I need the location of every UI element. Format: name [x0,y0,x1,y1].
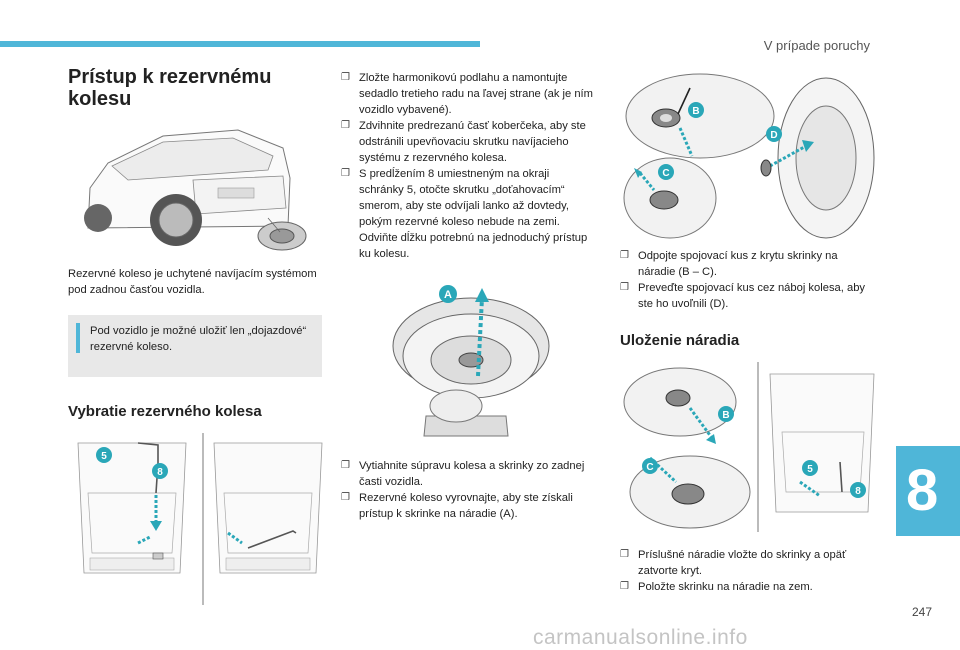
list-item: ❐Rezervné koleso vyrovnajte, aby ste zís… [341,492,573,520]
figure-label-8: 8 [157,467,163,478]
note-box: Pod vozidlo je možné uložiť len „dojazdo… [68,315,322,377]
figure-label-5: 5 [807,464,813,475]
trunk-tool-illustration: 5 8 [68,433,323,605]
list-item: ❐Príslušné náradie vložte do skrinky a o… [620,549,847,577]
figure-label-B: B [722,410,729,421]
note-text: Pod vozidlo je možné uložiť len „dojazdo… [90,325,307,353]
steps-list-4: ❐Príslušné náradie vložte do skrinky a o… [620,547,878,595]
section-subtitle-storage: Uloženie náradia [620,332,740,349]
list-item: ❐Zdvihnite predrezanú časť koberčeka, ab… [341,120,586,164]
note-info-icon [76,323,80,353]
figure-label-8: 8 [855,486,861,497]
figure-label-D: D [770,130,777,141]
figure-label-5: 5 [101,451,107,462]
figure-label-C: C [662,168,669,179]
tool-storage-illustration: B C 5 8 [623,362,875,532]
spare-wheel-illustration: A [392,285,550,437]
header-accent-bar [0,41,480,47]
hook-detach-illustration: B C D [623,73,875,239]
list-item: ❐Vytiahnite súpravu kolesa a skrinky zo … [341,460,585,488]
steps-list-2: ❐Vytiahnite súpravu kolesa a skrinky zo … [341,458,595,522]
page-number: 247 [911,605,932,619]
list-item: ❐Zložte harmonikovú podlahu a namontujte… [341,72,593,116]
list-item: ❐Preveďte spojovací kus cez náboj kolesa… [620,282,866,310]
section-header: V prípade poruchy [763,38,870,53]
list-item: ❐Položte skrinku na náradie na zem. [620,581,813,593]
car-rear-illustration [84,129,307,251]
steps-list-1: ❐Zložte harmonikovú podlahu a namontujte… [341,70,595,262]
chapter-number: 8 [906,458,939,523]
figure-label-A: A [444,289,452,301]
section-subtitle-removal: Vybratie rezervného kolesa [68,403,262,420]
intro-text: Rezervné koleso je uchytené navíjacím sy… [68,268,317,296]
chapter-tab: 8 [896,446,960,536]
list-item: ❐Odpojte spojovací kus z krytu skrinky n… [620,250,838,278]
watermark: carmanualsonline.info [533,626,748,649]
page-title: Prístup k rezervnému kolesu [68,66,272,110]
figure-label-B: B [692,106,699,117]
steps-list-3: ❐Odpojte spojovací kus z krytu skrinky n… [620,248,878,312]
list-item: ❐S predĺžením 8 umiestneným na okraji sc… [341,168,588,260]
figure-label-C: C [646,462,653,473]
